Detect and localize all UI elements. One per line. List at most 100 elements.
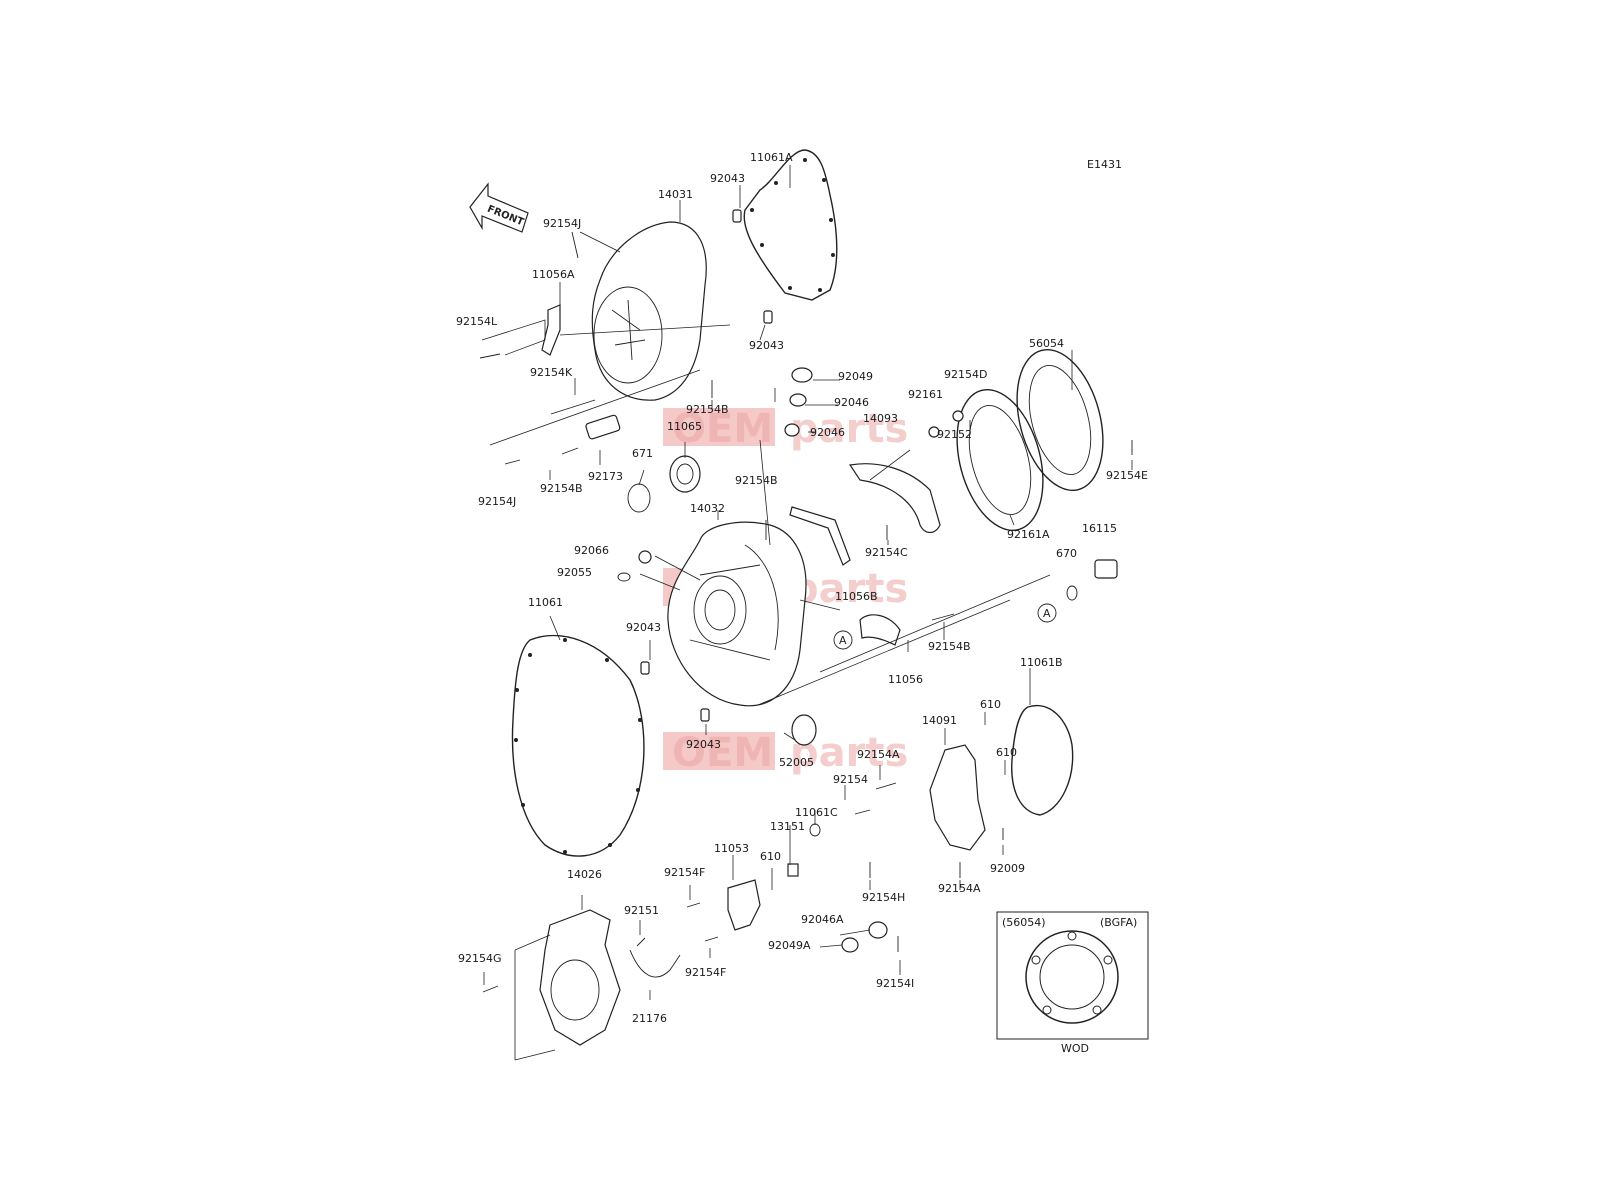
inset-caption: WOD: [1061, 1042, 1089, 1055]
plate-56054[interactable]: [1003, 340, 1118, 500]
part-13151[interactable]: [787, 863, 799, 877]
gasket-92161a[interactable]: [943, 380, 1058, 540]
part-label-92043-3[interactable]: 92043: [626, 621, 661, 634]
part-label-11053[interactable]: 11053: [714, 842, 749, 855]
part-label-11061a[interactable]: 11061A: [750, 151, 793, 164]
part-92173[interactable]: [585, 414, 621, 440]
part-label-92055[interactable]: 92055: [557, 566, 592, 579]
gasket-11061a[interactable]: [743, 149, 838, 301]
part-label-92154e[interactable]: 92154E: [1106, 469, 1148, 482]
gasket-11061[interactable]: [511, 634, 645, 857]
part-label-92154f-2[interactable]: 92154F: [685, 966, 726, 979]
bracket-14093[interactable]: [848, 463, 941, 534]
part-label-21176[interactable]: 21176: [632, 1012, 667, 1025]
plug-16115[interactable]: [1094, 559, 1118, 579]
part-label-92154l[interactable]: 92154L: [456, 315, 498, 328]
gasket-11061b[interactable]: [1011, 704, 1074, 816]
bracket-11056b[interactable]: [789, 506, 851, 566]
seal-92046-b[interactable]: [784, 423, 800, 437]
part-label-92154a-2[interactable]: 92154A: [938, 882, 981, 895]
seal-92046a[interactable]: [868, 921, 888, 939]
part-label-11061[interactable]: 11061: [528, 596, 563, 609]
part-label-92049[interactable]: 92049: [838, 370, 873, 383]
oring-11061c[interactable]: [809, 823, 821, 837]
part-label-92152[interactable]: 92152: [937, 428, 972, 441]
part-label-92154c[interactable]: 92154C: [865, 546, 908, 559]
part-label-671[interactable]: 671: [632, 447, 653, 460]
bolt-group: [479, 209, 1133, 993]
part-label-11056a[interactable]: 11056A: [532, 268, 575, 281]
part-label-92154b-4[interactable]: 92154B: [928, 640, 971, 653]
part-label-14091[interactable]: 14091: [922, 714, 957, 727]
part-label-92049a[interactable]: 92049A: [768, 939, 811, 952]
part-label-670[interactable]: 670: [1056, 547, 1077, 560]
part-label-11061c[interactable]: 11061C: [795, 806, 838, 819]
watermark-oem-1: OEM: [672, 406, 773, 452]
part-label-92046-2[interactable]: 92046: [810, 426, 845, 439]
part-label-92009[interactable]: 92009: [990, 862, 1025, 875]
watermark-oem-3: OEM: [672, 730, 773, 776]
part-label-92154d[interactable]: 92154D: [944, 368, 987, 381]
part-label-92154b-2[interactable]: 92154B: [540, 482, 583, 495]
inset-box: (56054) (BGFA) WOD: [996, 911, 1149, 1055]
part-label-92154k[interactable]: 92154K: [530, 366, 573, 379]
part-label-92173[interactable]: 92173: [588, 470, 623, 483]
svg-text:A: A: [1043, 607, 1051, 620]
part-label-610-1[interactable]: 610: [980, 698, 1001, 711]
part-label-92154i[interactable]: 92154I: [876, 977, 914, 990]
part-label-92154f-1[interactable]: 92154F: [664, 866, 705, 879]
pipe-21176[interactable]: [629, 949, 681, 978]
part-label-92161a[interactable]: 92161A: [1007, 528, 1050, 541]
part-label-52005[interactable]: 52005: [779, 756, 814, 769]
part-labels: 11061A 92043 14031 92154J 11056A 92154L …: [456, 151, 1148, 1025]
part-label-16115[interactable]: 16115: [1082, 522, 1117, 535]
seal-92046-a[interactable]: [789, 393, 807, 407]
part-label-92151[interactable]: 92151: [624, 904, 659, 917]
seal-92049[interactable]: [791, 367, 813, 383]
cover-14032[interactable]: [667, 521, 807, 707]
part-label-92043-mid[interactable]: 92043: [749, 339, 784, 352]
part-label-14032[interactable]: 14032: [690, 502, 725, 515]
svg-text:A: A: [839, 634, 847, 647]
oring-671[interactable]: [627, 483, 651, 513]
part-label-92154j-top[interactable]: 92154J: [543, 217, 581, 230]
bracket-11053[interactable]: [727, 879, 761, 931]
oring-670[interactable]: [1066, 585, 1078, 601]
part-label-92161[interactable]: 92161: [908, 388, 943, 401]
part-label-11061b[interactable]: 11061B: [1020, 656, 1063, 669]
seal-11065[interactable]: [669, 455, 701, 493]
part-label-14026[interactable]: 14026: [567, 868, 602, 881]
bracket-11056[interactable]: [859, 614, 901, 646]
part-label-610-3[interactable]: 610: [760, 850, 781, 863]
part-label-92046-1[interactable]: 92046: [834, 396, 869, 409]
part-label-14093[interactable]: 14093: [863, 412, 898, 425]
seal-92049a[interactable]: [841, 937, 859, 953]
part-label-11056b[interactable]: 11056B: [835, 590, 878, 603]
front-arrow-icon: FRONT: [469, 182, 529, 233]
part-label-92043-4[interactable]: 92043: [686, 738, 721, 751]
part-label-92154h[interactable]: 92154H: [862, 891, 905, 904]
part-label-92154j-bottom[interactable]: 92154J: [478, 495, 516, 508]
inset-variant: (BGFA): [1100, 916, 1137, 929]
part-label-92066[interactable]: 92066: [574, 544, 609, 557]
part-label-56054[interactable]: 56054: [1029, 337, 1064, 350]
part-label-92154g[interactable]: 92154G: [458, 952, 502, 965]
part-label-92154[interactable]: 92154: [833, 773, 868, 786]
part-label-13151[interactable]: 13151: [770, 820, 805, 833]
part-label-610-2[interactable]: 610: [996, 746, 1017, 759]
part-label-11056[interactable]: 11056: [888, 673, 923, 686]
part-label-11065[interactable]: 11065: [667, 420, 702, 433]
part-label-14031[interactable]: 14031: [658, 188, 693, 201]
part-label-92154b-3[interactable]: 92154B: [735, 474, 778, 487]
part-label-92043-top[interactable]: 92043: [710, 172, 745, 185]
seal-52005[interactable]: [791, 714, 817, 746]
cover-14026[interactable]: [539, 909, 621, 1046]
part-label-92046a[interactable]: 92046A: [801, 913, 844, 926]
callout-a-2: A: [1037, 603, 1057, 623]
part-label-92154b-1[interactable]: 92154B: [686, 403, 729, 416]
part-label-92154a-1[interactable]: 92154A: [857, 748, 900, 761]
cover-14091[interactable]: [929, 744, 986, 851]
cover-14031[interactable]: [591, 221, 707, 401]
inset-plate-56054[interactable]: [1025, 930, 1119, 1024]
